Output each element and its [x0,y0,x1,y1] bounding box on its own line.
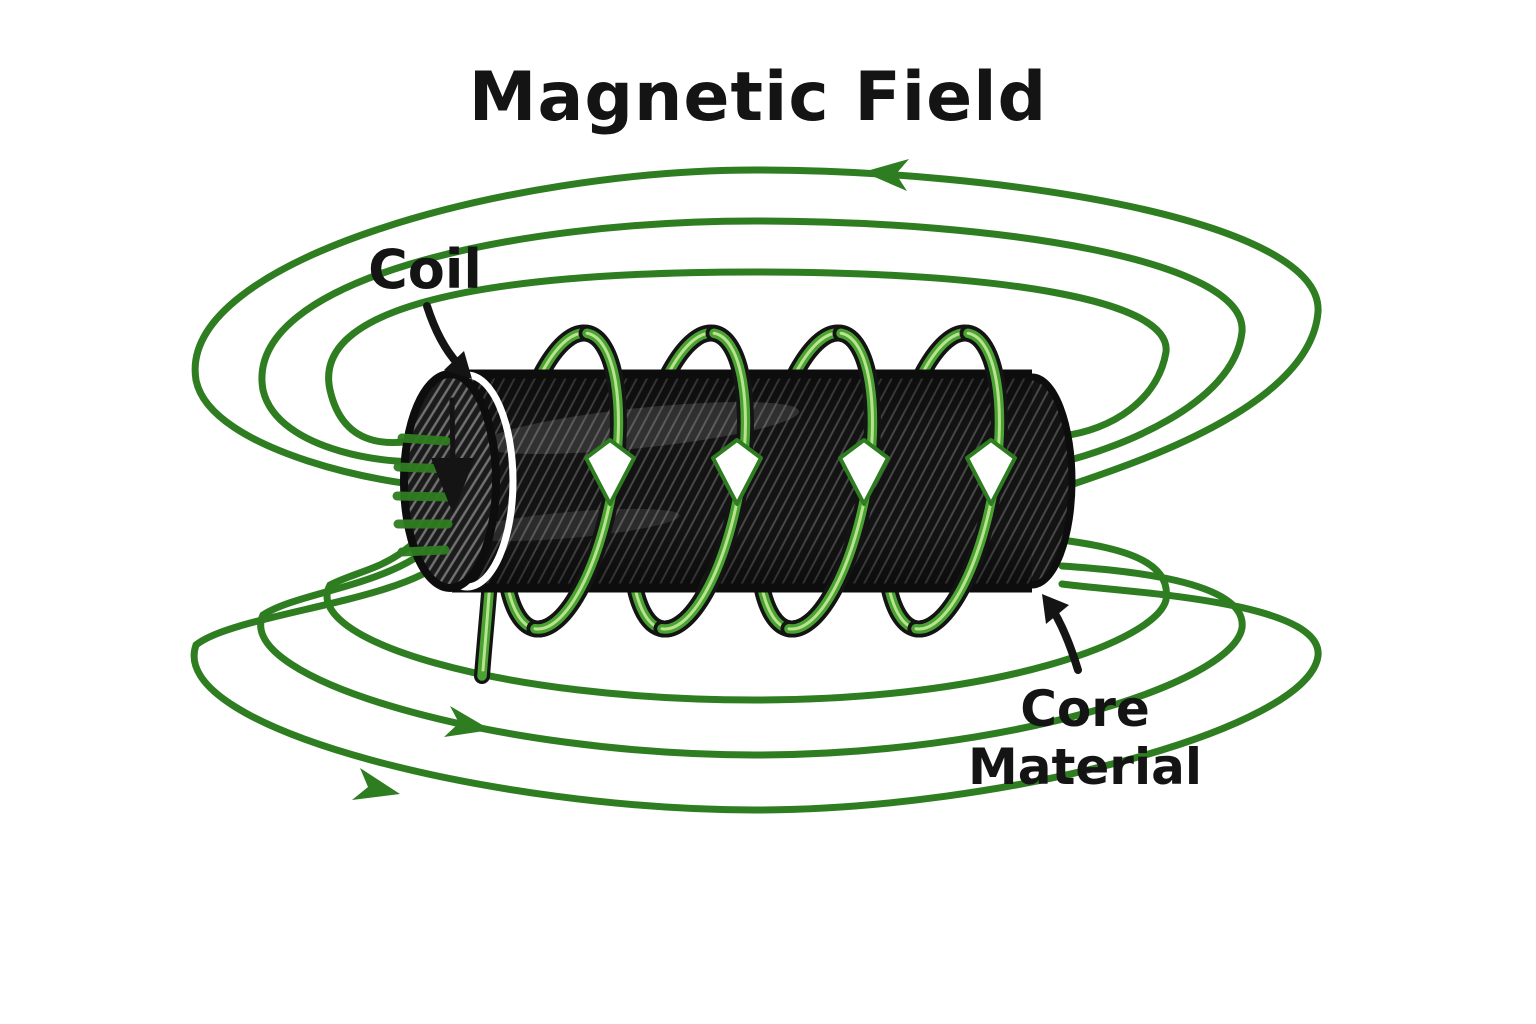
field-direction-arrow-icon [444,706,491,737]
current-arrow-icon [838,438,890,506]
core-material-label-line1: Core [1020,680,1150,738]
annotations: Magnetic Field Coil Core Material [368,58,1202,796]
field-line-top-middle [258,217,1246,466]
core-material-label-line2: Material [968,738,1202,796]
field-direction-arrow-icon [863,159,909,191]
field-lines [190,159,1322,814]
current-arrowheads [584,438,1017,506]
field-line-top-outer [191,166,1322,492]
field-line-bottom-outer [190,556,1322,814]
diagram-title: Magnetic Field [469,58,1047,137]
current-arrow-icon [584,438,636,506]
field-line-top-inner [325,268,1170,447]
coil-front-strands [526,324,1017,638]
field-direction-arrow-icon [352,768,400,800]
coil-pointer-arrow-icon [423,302,472,379]
coil-label: Coil [368,238,482,301]
flux-arrow-icon [431,397,475,514]
current-arrow-icon [711,438,763,506]
core-pointer-arrow-icon [1042,594,1082,674]
core-cylinder [392,369,1076,593]
current-arrow-icon [965,438,1017,506]
